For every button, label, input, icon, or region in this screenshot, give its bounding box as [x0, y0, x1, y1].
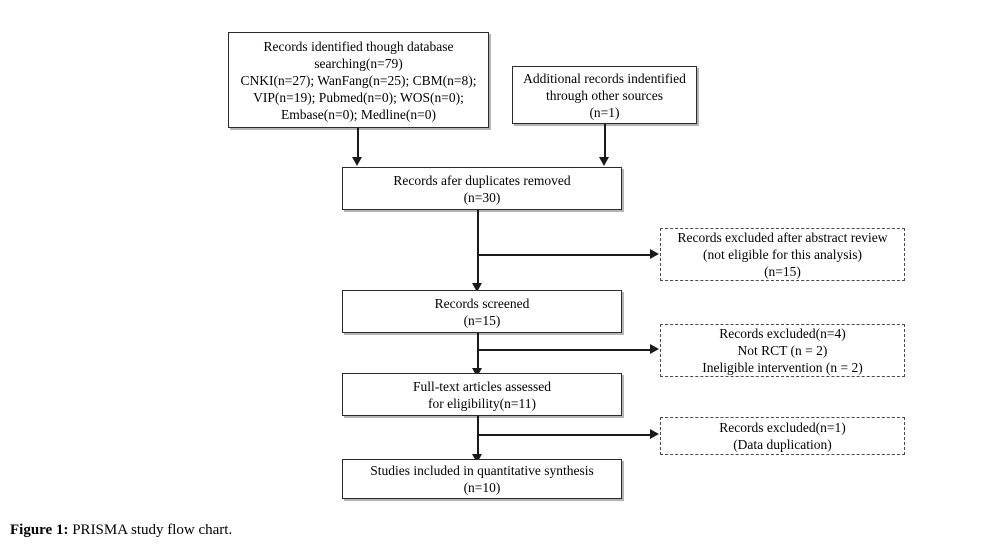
- node-records-excluded-data-duplication: Records excluded(n=1) (Data duplication): [660, 417, 905, 455]
- connector-included-to-excluded-duplication: [477, 434, 651, 436]
- figure-caption-label: Figure 1:: [10, 522, 69, 538]
- connector-fulltext-to-included: [477, 416, 479, 457]
- arrowhead-screened-to-excluded-abstract: [650, 249, 659, 259]
- node-studies-included-quantitative-synthesis: Studies included in quantitative synthes…: [342, 459, 622, 499]
- arrowhead-fulltext-to-included: [472, 454, 482, 463]
- arrowhead-other-sources-to-duplicates: [599, 157, 609, 166]
- connector-duplicates-to-screened: [477, 210, 479, 286]
- connector-other-sources-to-duplicates: [604, 124, 606, 159]
- connector-fulltext-to-excluded-reasons: [477, 349, 651, 351]
- arrowhead-duplicates-to-screened: [472, 283, 482, 292]
- arrowhead-database-to-duplicates: [352, 157, 362, 166]
- arrowhead-fulltext-to-excluded-reasons: [650, 344, 659, 354]
- figure-caption-text: PRISMA study flow chart.: [68, 522, 233, 538]
- node-records-screened: Records screened (n=15): [342, 290, 622, 333]
- arrowhead-included-to-excluded-duplication: [650, 429, 659, 439]
- connector-screened-to-fulltext: [477, 333, 479, 371]
- connector-screened-to-excluded-abstract: [477, 254, 651, 256]
- node-fulltext-articles-assessed: Full-text articles assessed for eligibil…: [342, 373, 622, 416]
- connector-database-to-duplicates: [357, 128, 359, 159]
- node-records-excluded-fulltext: Records excluded(n=4) Not RCT (n = 2) In…: [660, 324, 905, 377]
- node-records-identified-database: Records identified though database searc…: [228, 32, 489, 128]
- figure-caption: Figure 1: PRISMA study flow chart.: [10, 520, 232, 540]
- node-records-after-duplicates-removed: Records afer duplicates removed (n=30): [342, 167, 622, 210]
- node-additional-records-other-sources: Additional records indentified through o…: [512, 66, 697, 124]
- arrowhead-screened-to-fulltext: [472, 368, 482, 377]
- node-records-excluded-abstract-review: Records excluded after abstract review (…: [660, 228, 905, 281]
